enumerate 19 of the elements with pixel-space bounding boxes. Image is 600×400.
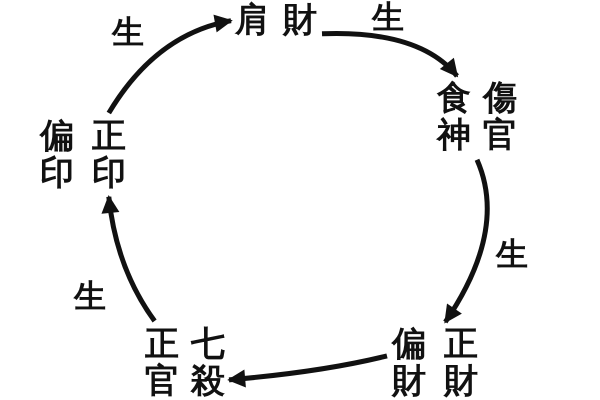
vertical-term: 正印: [92, 118, 126, 193]
edge-label: 生: [496, 238, 528, 270]
arrow: [443, 158, 490, 324]
vertical-term: 肩: [235, 2, 269, 40]
vertical-term: 七殺: [191, 326, 225, 400]
edge-label: 生: [372, 1, 404, 33]
arrow: [227, 353, 388, 388]
arrow: [102, 195, 157, 322]
arrow: [106, 15, 233, 114]
vertical-term: 財: [283, 2, 317, 40]
vertical-term: 偏印: [40, 118, 74, 193]
vertical-term: 食神: [437, 80, 471, 155]
edge-label: 生: [74, 280, 106, 312]
arrow: [322, 31, 459, 78]
vertical-term: 正財: [444, 326, 478, 400]
vertical-term: 傷官: [483, 80, 517, 155]
edge-label: 生: [112, 16, 144, 48]
vertical-term: 正官: [145, 326, 179, 400]
vertical-term: 偏財: [392, 326, 426, 400]
